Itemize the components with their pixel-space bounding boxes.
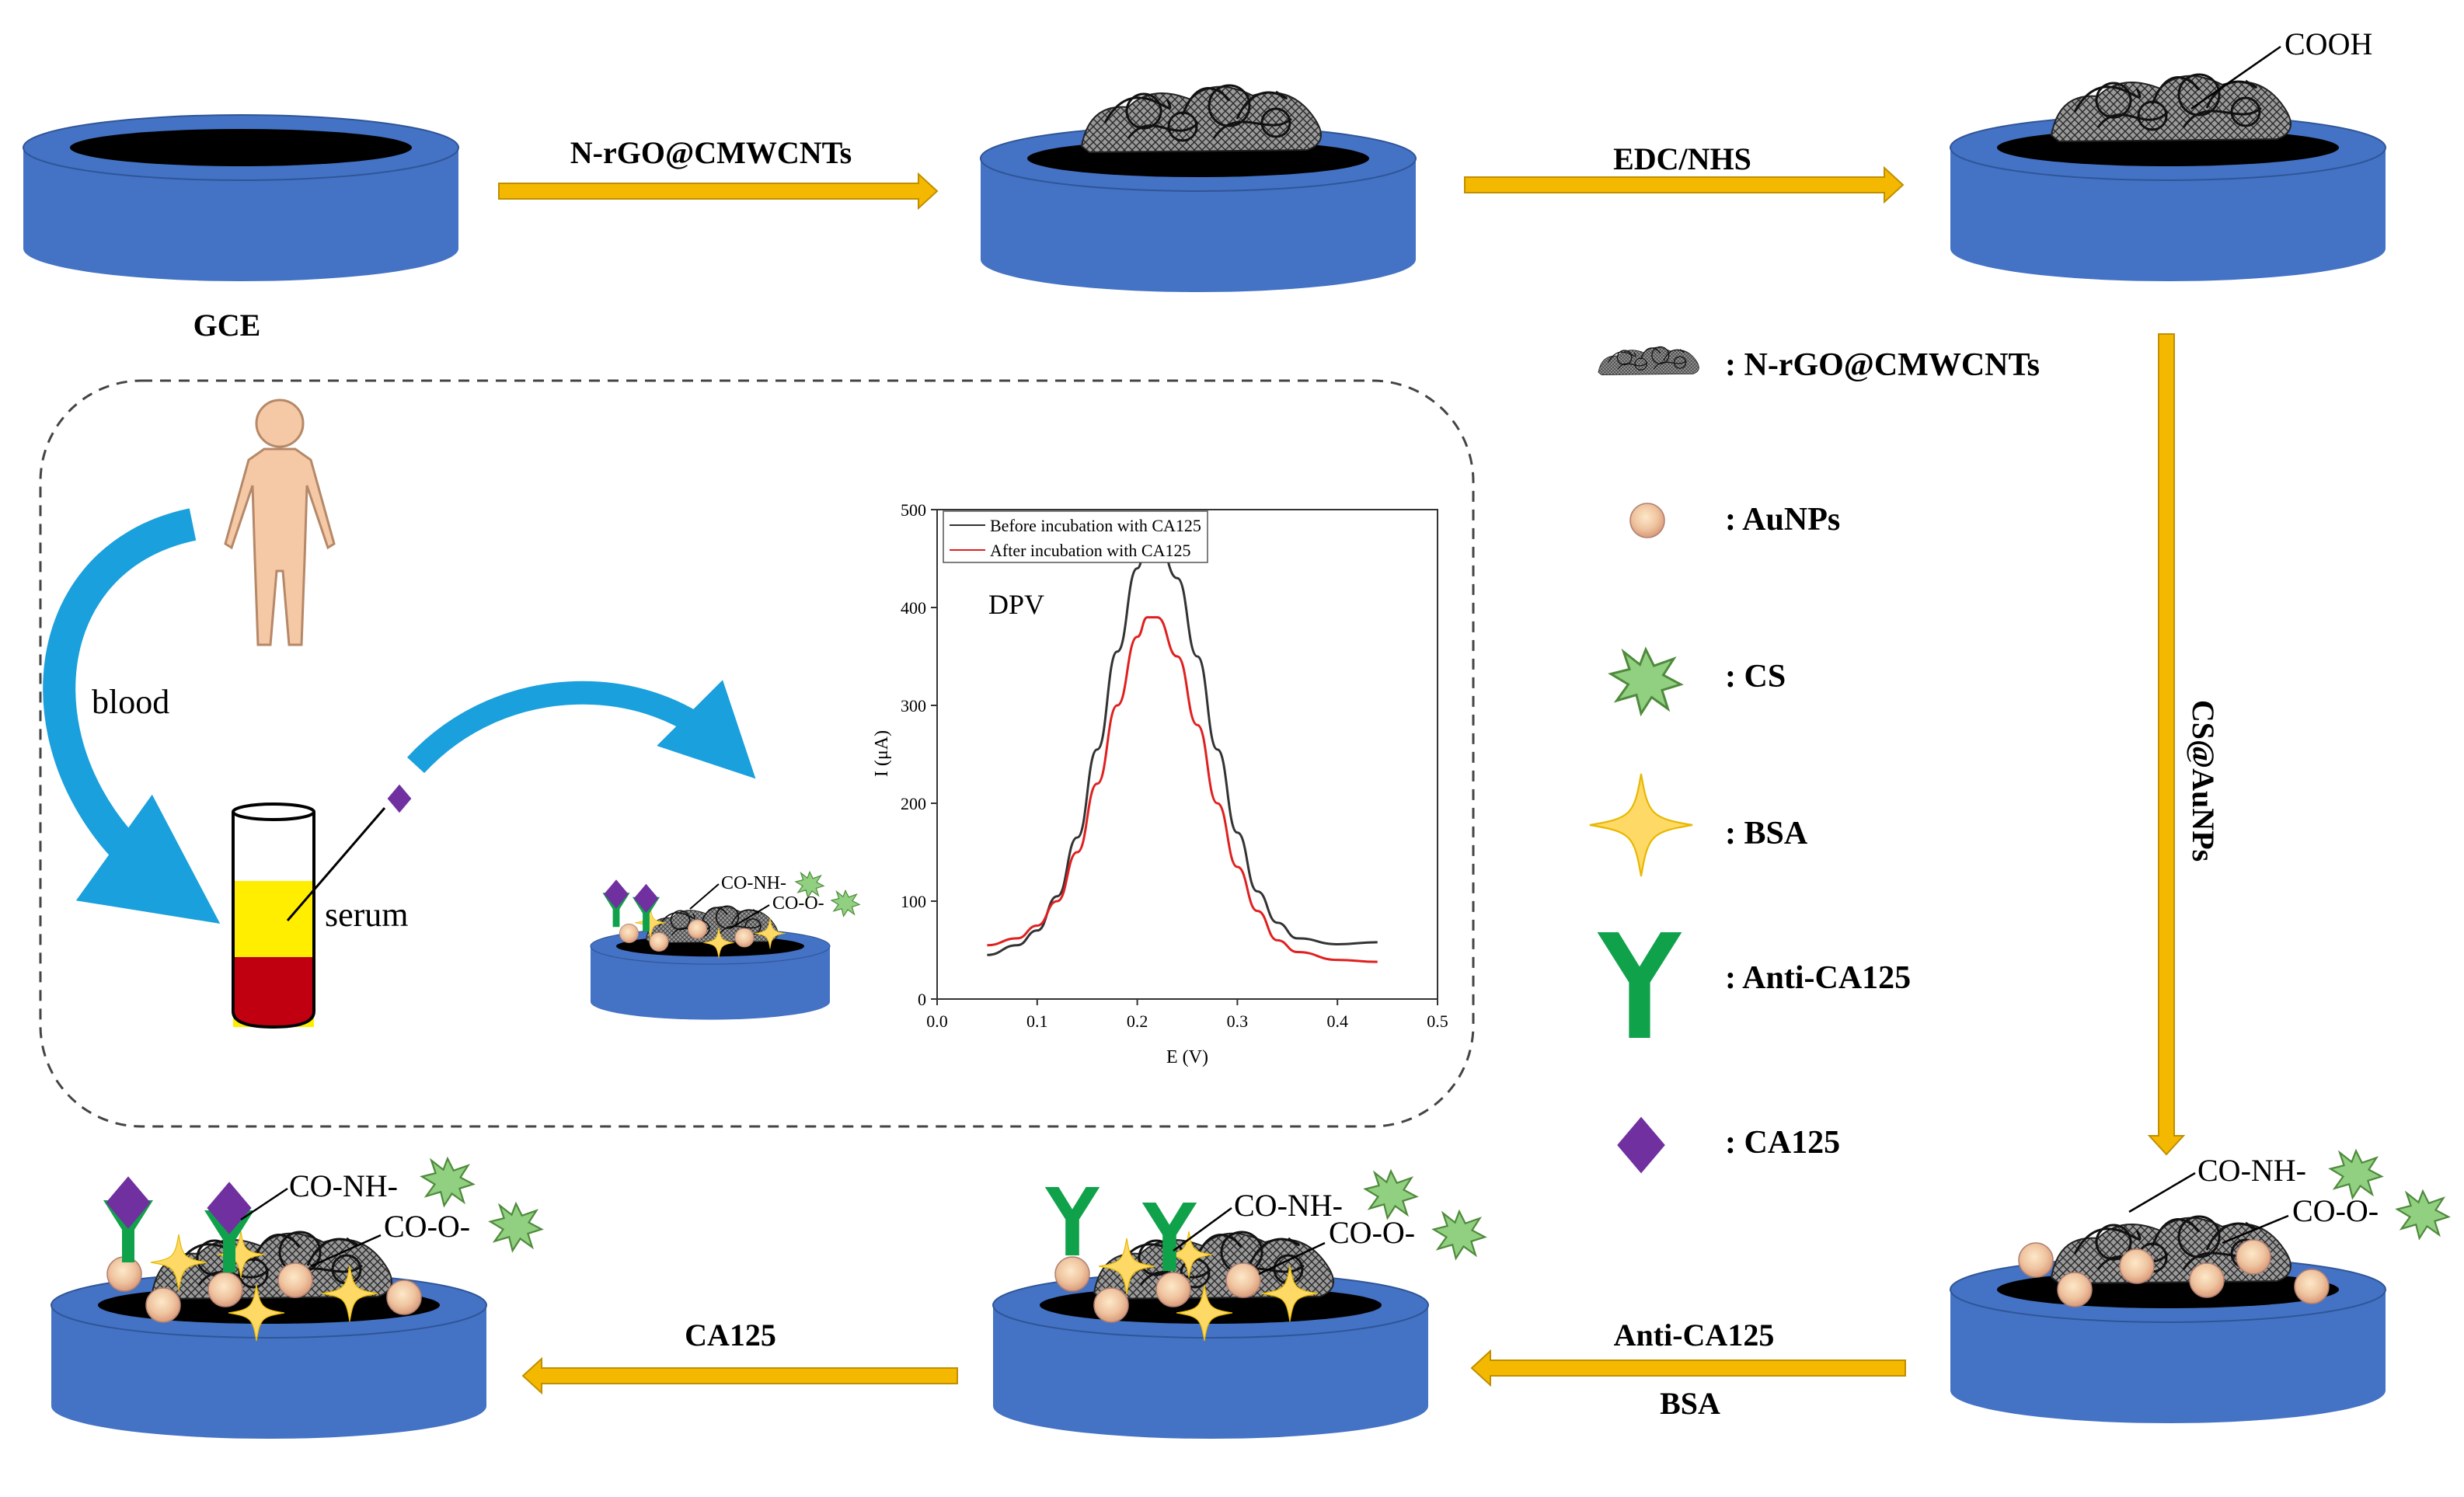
co-o-label-2: CO-O- [1329, 1215, 1415, 1250]
x-tick-label: 0.0 [926, 1011, 948, 1031]
x-tick-label: 0.3 [1227, 1011, 1249, 1031]
cs-mark-1b [489, 1203, 543, 1252]
human-figure-icon [224, 399, 336, 646]
legend-label-antibody: : Anti-CA125 [1725, 960, 1911, 996]
step5-label: CA125 [685, 1318, 776, 1353]
legend-label-cnt: : N-rGO@CMWCNTs [1725, 347, 2040, 383]
legend-label-cs: : CS [1725, 659, 1786, 695]
blood-label: blood [92, 683, 169, 721]
inset-co-nh-label: CO-NH- [721, 873, 786, 893]
co-nh-label-2: CO-NH- [1234, 1188, 1343, 1223]
y-tick-label: 300 [901, 696, 926, 715]
inset-co-o-label: CO-O- [772, 893, 824, 914]
gce-label: GCE [193, 308, 261, 343]
inset-co-nh-pointer [689, 883, 720, 910]
chart-plot-frame [936, 509, 1438, 1000]
ca125-sample-icon [387, 784, 412, 813]
co-o-pointer-1 [310, 1234, 382, 1268]
co-nh-pointer-3 [2128, 1171, 2196, 1213]
y-tick-label: 100 [901, 892, 926, 911]
arrow-step2 [1464, 165, 1905, 204]
cs-mark-2b [1432, 1210, 1486, 1260]
legend-cs-icon [1609, 648, 1682, 715]
step3-label: CS@AuNPs [2186, 700, 2221, 862]
arrow-step5 [521, 1356, 958, 1395]
co-o-label-1: CO-O- [384, 1209, 470, 1244]
legend: : N-rGO@CMWCNTs : AuNPs : CS : BSA : Ant… [1588, 346, 2040, 1174]
x-tick-label: 0.4 [1326, 1011, 1348, 1031]
y-tick-label: 200 [901, 794, 926, 813]
serum-pointer [286, 807, 386, 921]
serum-label: serum [325, 896, 409, 934]
chart-ylabel: I (μA) [872, 730, 892, 777]
step1-label: N-rGO@CMWCNTs [570, 135, 852, 170]
legend-aunp-icon [1629, 503, 1665, 538]
bare-gce-electrode [23, 114, 459, 282]
cs-mark-3a [2329, 1150, 2383, 1199]
legend-ca125-icon [1617, 1116, 1665, 1174]
test-tube-icon [232, 802, 315, 1029]
legend-label-bsa: : BSA [1725, 816, 1808, 851]
chart-legend: Before incubation with CA125 After incub… [943, 510, 1208, 563]
legend-text-after: After incubation with CA125 [990, 541, 1190, 560]
blood-arrow [43, 508, 221, 924]
step4-label-bottom: BSA [1660, 1386, 1720, 1421]
chart-title: DPV [988, 589, 1044, 620]
cs-mark-3b [2396, 1190, 2450, 1240]
electrode-cs-aunp [1950, 1215, 2386, 1424]
y-tick-label: 400 [901, 598, 926, 618]
cs-mark-1a [420, 1158, 475, 1207]
co-nh-pointer-1 [240, 1187, 288, 1221]
x-tick-label: 0.1 [1026, 1011, 1048, 1031]
legend-text-before: Before incubation with CA125 [990, 516, 1201, 535]
inset-co-o-pointer [730, 904, 770, 929]
dpv-chart: DPV E (V) I (μA) 0.0 0.1 0.2 0.3 0.4 0.5 0 100 2… [872, 500, 1448, 1067]
series-line-after [987, 616, 1378, 963]
legend-label-aunp: : AuNPs [1725, 502, 1840, 538]
series-line-before [987, 538, 1378, 956]
cooh-pointer [2190, 45, 2281, 110]
step2-label: EDC/NHS [1613, 141, 1751, 176]
co-nh-label-3: CO-NH- [2197, 1153, 2306, 1188]
step4-label-top: Anti-CA125 [1614, 1318, 1775, 1353]
inset-cs-mark-b [831, 889, 860, 917]
y-tick-label: 0 [918, 990, 926, 1009]
y-tick-label: 500 [901, 500, 926, 520]
legend-antibody-icon [1597, 932, 1682, 1038]
chart-legend-box [943, 510, 1208, 563]
legend-label-ca125: : CA125 [1725, 1125, 1840, 1161]
serum-arrow [406, 680, 756, 779]
cs-mark-2a [1364, 1170, 1418, 1220]
chart-xlabel: E (V) [1166, 1047, 1208, 1067]
arrow-step3 [2147, 333, 2186, 1156]
electrode-with-cnt [980, 84, 1417, 293]
legend-nanotube-icon [1598, 346, 1699, 376]
x-tick-label: 0.5 [1427, 1011, 1448, 1031]
co-nh-label-1: CO-NH- [289, 1168, 398, 1203]
legend-bsa-icon [1588, 772, 1694, 878]
co-o-pointer-3 [2222, 1214, 2289, 1245]
cooh-label: COOH [2285, 26, 2372, 61]
arrow-step1 [498, 172, 939, 211]
x-tick-label: 0.2 [1127, 1011, 1148, 1031]
arrow-step4 [1470, 1349, 1906, 1387]
electrode-activated [1950, 73, 2386, 282]
co-o-label-3: CO-O- [2292, 1193, 2379, 1228]
inset-frame [39, 379, 1475, 1128]
co-nh-pointer-2 [1173, 1206, 1232, 1252]
co-o-pointer-2 [1258, 1241, 1326, 1276]
